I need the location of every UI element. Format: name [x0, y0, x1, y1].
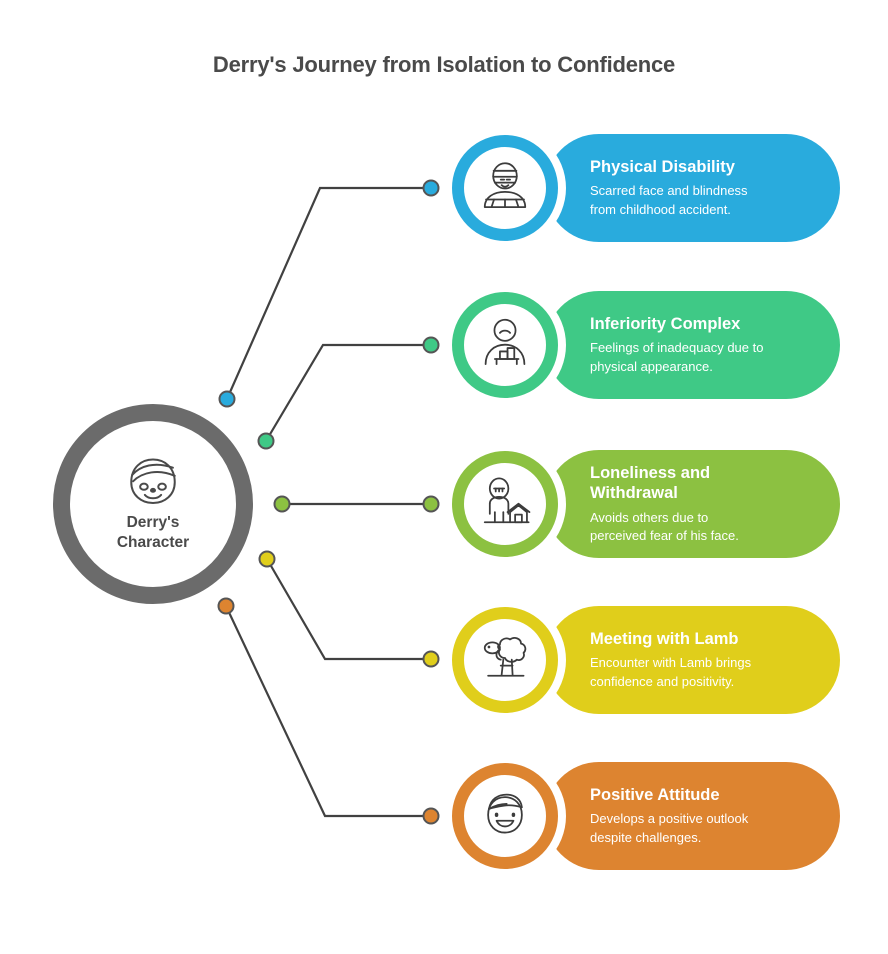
card-desc-5: Develops a positive outlook despite chal… — [590, 810, 830, 847]
card-pill-5 — [545, 762, 840, 870]
card-icon-ring-5 — [452, 763, 558, 869]
card-desc-5-line2: despite challenges. — [590, 829, 702, 845]
connector-line-2 — [265, 343, 431, 442]
card-icon-ring-2 — [452, 292, 558, 398]
card-title-2: Inferiority Complex — [590, 314, 741, 333]
card-desc-2: Feelings of inadequacy due to physical a… — [590, 339, 830, 376]
smiling-face-icon — [478, 787, 532, 846]
card-dot-3 — [422, 495, 440, 513]
card-text-4: Meeting with Lamb Encounter with Lamb br… — [590, 599, 830, 721]
lone-person-house-icon — [478, 475, 532, 534]
card-physical-disability[interactable]: Physical Disability Scarred face and bli… — [444, 127, 840, 249]
card-title-4: Meeting with Lamb — [590, 629, 739, 648]
central-node-label: Derry's Character — [117, 513, 189, 553]
card-title-3-line1: Loneliness and — [590, 463, 711, 482]
card-pill-4 — [545, 606, 840, 714]
card-desc-4-line1: Encounter with Lamb brings — [590, 655, 752, 671]
connector-line-4 — [266, 558, 431, 661]
lamb-icon — [478, 631, 532, 690]
card-dot-4 — [422, 650, 440, 668]
hub-dot-3 — [273, 495, 291, 513]
card-title-3-line2: Withdrawal — [590, 484, 678, 503]
hub-dot-2 — [257, 432, 275, 450]
central-node-label-line1: Derry's — [126, 514, 180, 532]
card-desc-2-line2: physical appearance. — [590, 358, 713, 374]
hub-dot-4 — [258, 550, 276, 568]
card-title-3: Loneliness and Withdrawal — [590, 463, 830, 504]
card-text-5: Positive Attitude Develops a positive ou… — [590, 755, 830, 877]
card-desc-3-line2: perceived fear of his face. — [590, 527, 739, 543]
card-title-1: Physical Disability — [590, 157, 735, 176]
card-inferiority-complex[interactable]: Inferiority Complex Feelings of inadequa… — [444, 284, 840, 406]
card-title-5: Positive Attitude — [590, 785, 720, 804]
card-positive-attitude[interactable]: Positive Attitude Develops a positive ou… — [444, 755, 840, 877]
central-node[interactable]: Derry's Character — [53, 404, 253, 604]
card-text-1: Physical Disability Scarred face and bli… — [590, 127, 830, 249]
card-text-3: Loneliness and Withdrawal Avoids others … — [590, 443, 830, 565]
card-icon-ring-3 — [452, 451, 558, 557]
page-title: Derry's Journey from Isolation to Confid… — [212, 52, 676, 77]
card-pill-1 — [545, 134, 840, 242]
card-dot-5 — [422, 807, 440, 825]
card-desc-3-line1: Avoids others due to — [590, 509, 709, 525]
bandaged-face-icon — [124, 455, 182, 507]
card-meeting-with-lamb[interactable]: Meeting with Lamb Encounter with Lamb br… — [444, 599, 840, 721]
card-dot-2 — [422, 336, 440, 354]
card-desc-4-line2: confidence and positivity. — [590, 673, 735, 689]
card-icon-ring-4 — [452, 607, 558, 713]
connector-line-5 — [225, 605, 431, 818]
central-node-label-line2: Character — [116, 534, 190, 551]
hub-dot-1 — [218, 390, 236, 408]
card-dot-1 — [422, 179, 440, 197]
card-desc-4: Encounter with Lamb brings confidence an… — [590, 654, 830, 691]
card-desc-1-line1: Scarred face and blindness — [590, 183, 748, 199]
card-text-2: Inferiority Complex Feelings of inadequa… — [590, 284, 830, 406]
bandaged-person-icon — [478, 159, 532, 218]
card-desc-2-line1: Feelings of inadequacy due to — [590, 340, 764, 356]
sad-person-bar-chart-icon — [478, 316, 532, 375]
card-desc-1-line2: from childhood accident. — [590, 201, 731, 217]
card-desc-3: Avoids others due to perceived fear of h… — [590, 509, 830, 546]
card-desc-5-line1: Develops a positive outlook — [590, 811, 749, 827]
card-icon-ring-1 — [452, 135, 558, 241]
card-pill-2 — [545, 291, 840, 399]
card-pill-3 — [545, 450, 840, 558]
card-desc-1: Scarred face and blindness from childhoo… — [590, 182, 830, 219]
hub-dot-5 — [217, 597, 235, 615]
card-loneliness-and-withdrawal[interactable]: Loneliness and Withdrawal Avoids others … — [444, 443, 840, 565]
connector-line-1 — [225, 186, 431, 400]
